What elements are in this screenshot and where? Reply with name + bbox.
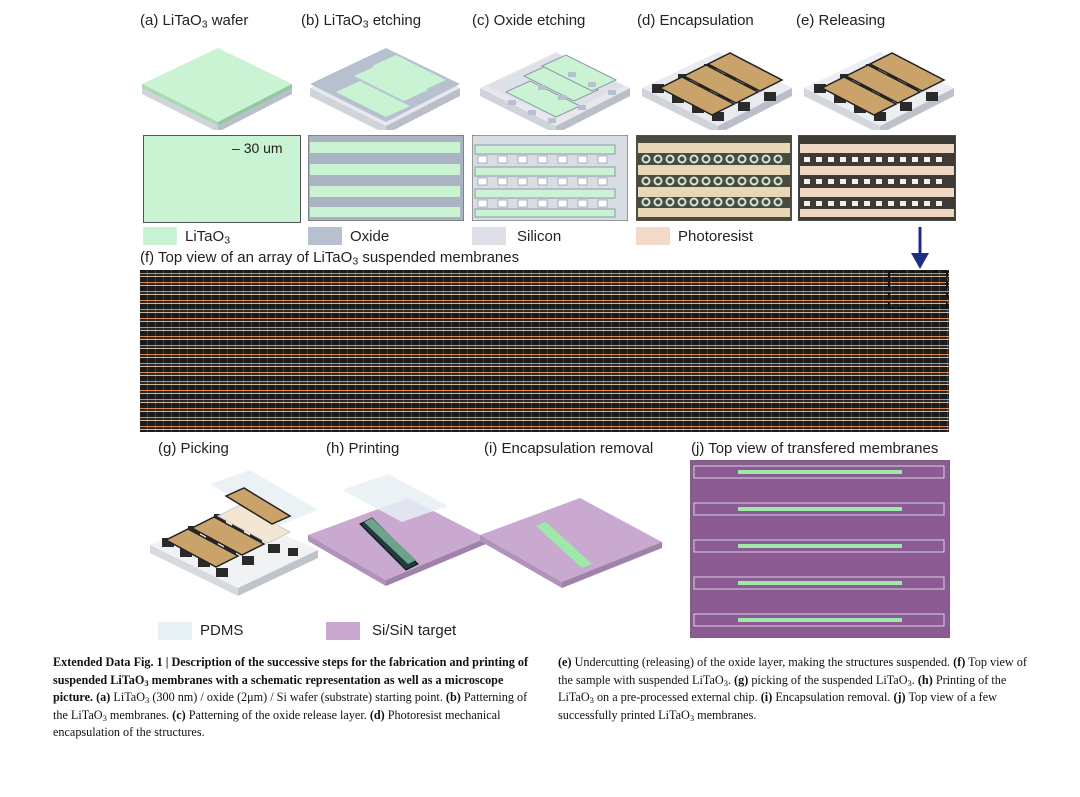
removal-schematic-i (480, 498, 662, 588)
membrane-array-grid (140, 270, 949, 432)
micro-image-b (308, 135, 464, 221)
legend-label-photoresist: Photoresist (678, 228, 754, 245)
caption-bold-lead: Extended Data Fig. 1 | Description of th… (53, 655, 529, 705)
caption-j-letter: (j) (893, 690, 906, 705)
step-label-b: (b) LiTaO3 etching (301, 12, 422, 31)
top-schematics (142, 48, 954, 130)
caption-b-letter: (b) (445, 690, 461, 705)
transferred-membranes-image (690, 460, 950, 638)
micro-image-c (472, 135, 628, 221)
caption-c-letter: (c) (172, 707, 186, 722)
legend-label-target: Si/SiN target (372, 622, 457, 639)
printing-schematic-h (308, 474, 486, 586)
legend-label-pdms: PDMS (200, 622, 244, 639)
scale-bar: – 30 um (232, 140, 283, 156)
down-arrow-icon (911, 227, 929, 269)
step-label-i: (i) Encapsulation removal (484, 440, 654, 457)
caption-f-letter: (f) (953, 655, 966, 669)
caption-e-letter: (e) (558, 655, 572, 669)
legend-swatch-pdms (158, 622, 192, 640)
zoom-region-box (888, 271, 948, 309)
step-label-a: (a) LiTaO3 wafer (140, 12, 249, 31)
step-label-e: (e) Releasing (796, 12, 886, 29)
release-schematic-e (804, 52, 954, 130)
micro-image-a: – 30 um (143, 135, 301, 223)
caption-h-letter: (h) (917, 672, 933, 687)
legend-swatch-photoresist (636, 227, 670, 245)
legend-label-oxide: Oxide (350, 228, 390, 245)
etching-schematic-b (310, 48, 460, 130)
micro-image-d (636, 135, 792, 221)
legend-label-silicon: Silicon (517, 228, 562, 245)
panel-f-title: (f) Top view of an array of LiTaO3 suspe… (140, 249, 520, 268)
picking-schematic-g (150, 470, 318, 596)
caption-left-column: Extended Data Fig. 1 | Description of th… (53, 655, 529, 740)
step-label-h: (h) Printing (326, 440, 400, 457)
bottom-schematics (150, 470, 662, 596)
caption-a-letter: (a) (96, 690, 111, 705)
caption-i-letter: (i) (760, 690, 773, 705)
wafer-schematic-a (142, 48, 292, 130)
caption-g-letter: (g) (734, 672, 749, 687)
legend-swatch-litao3 (143, 227, 177, 245)
micro-image-e (798, 135, 956, 221)
step-label-c: (c) Oxide etching (472, 12, 586, 29)
oxide-schematic-c (480, 52, 630, 130)
caption-right-column: (e) Undercutting (releasing) of the oxid… (558, 655, 1027, 723)
step-label-g: (g) Picking (158, 440, 229, 457)
legend-swatch-oxide (308, 227, 342, 245)
step-label-j: (j) Top view of transfered membranes (691, 440, 939, 457)
legend-swatch-target (326, 622, 360, 640)
legend-label-litao3: LiTaO3 (185, 228, 231, 247)
legend-swatch-silicon (472, 227, 506, 245)
step-label-d: (d) Encapsulation (637, 12, 754, 29)
encap-schematic-d (642, 52, 792, 130)
membrane-array-image (140, 270, 949, 432)
caption-d-letter: (d) (369, 707, 385, 722)
